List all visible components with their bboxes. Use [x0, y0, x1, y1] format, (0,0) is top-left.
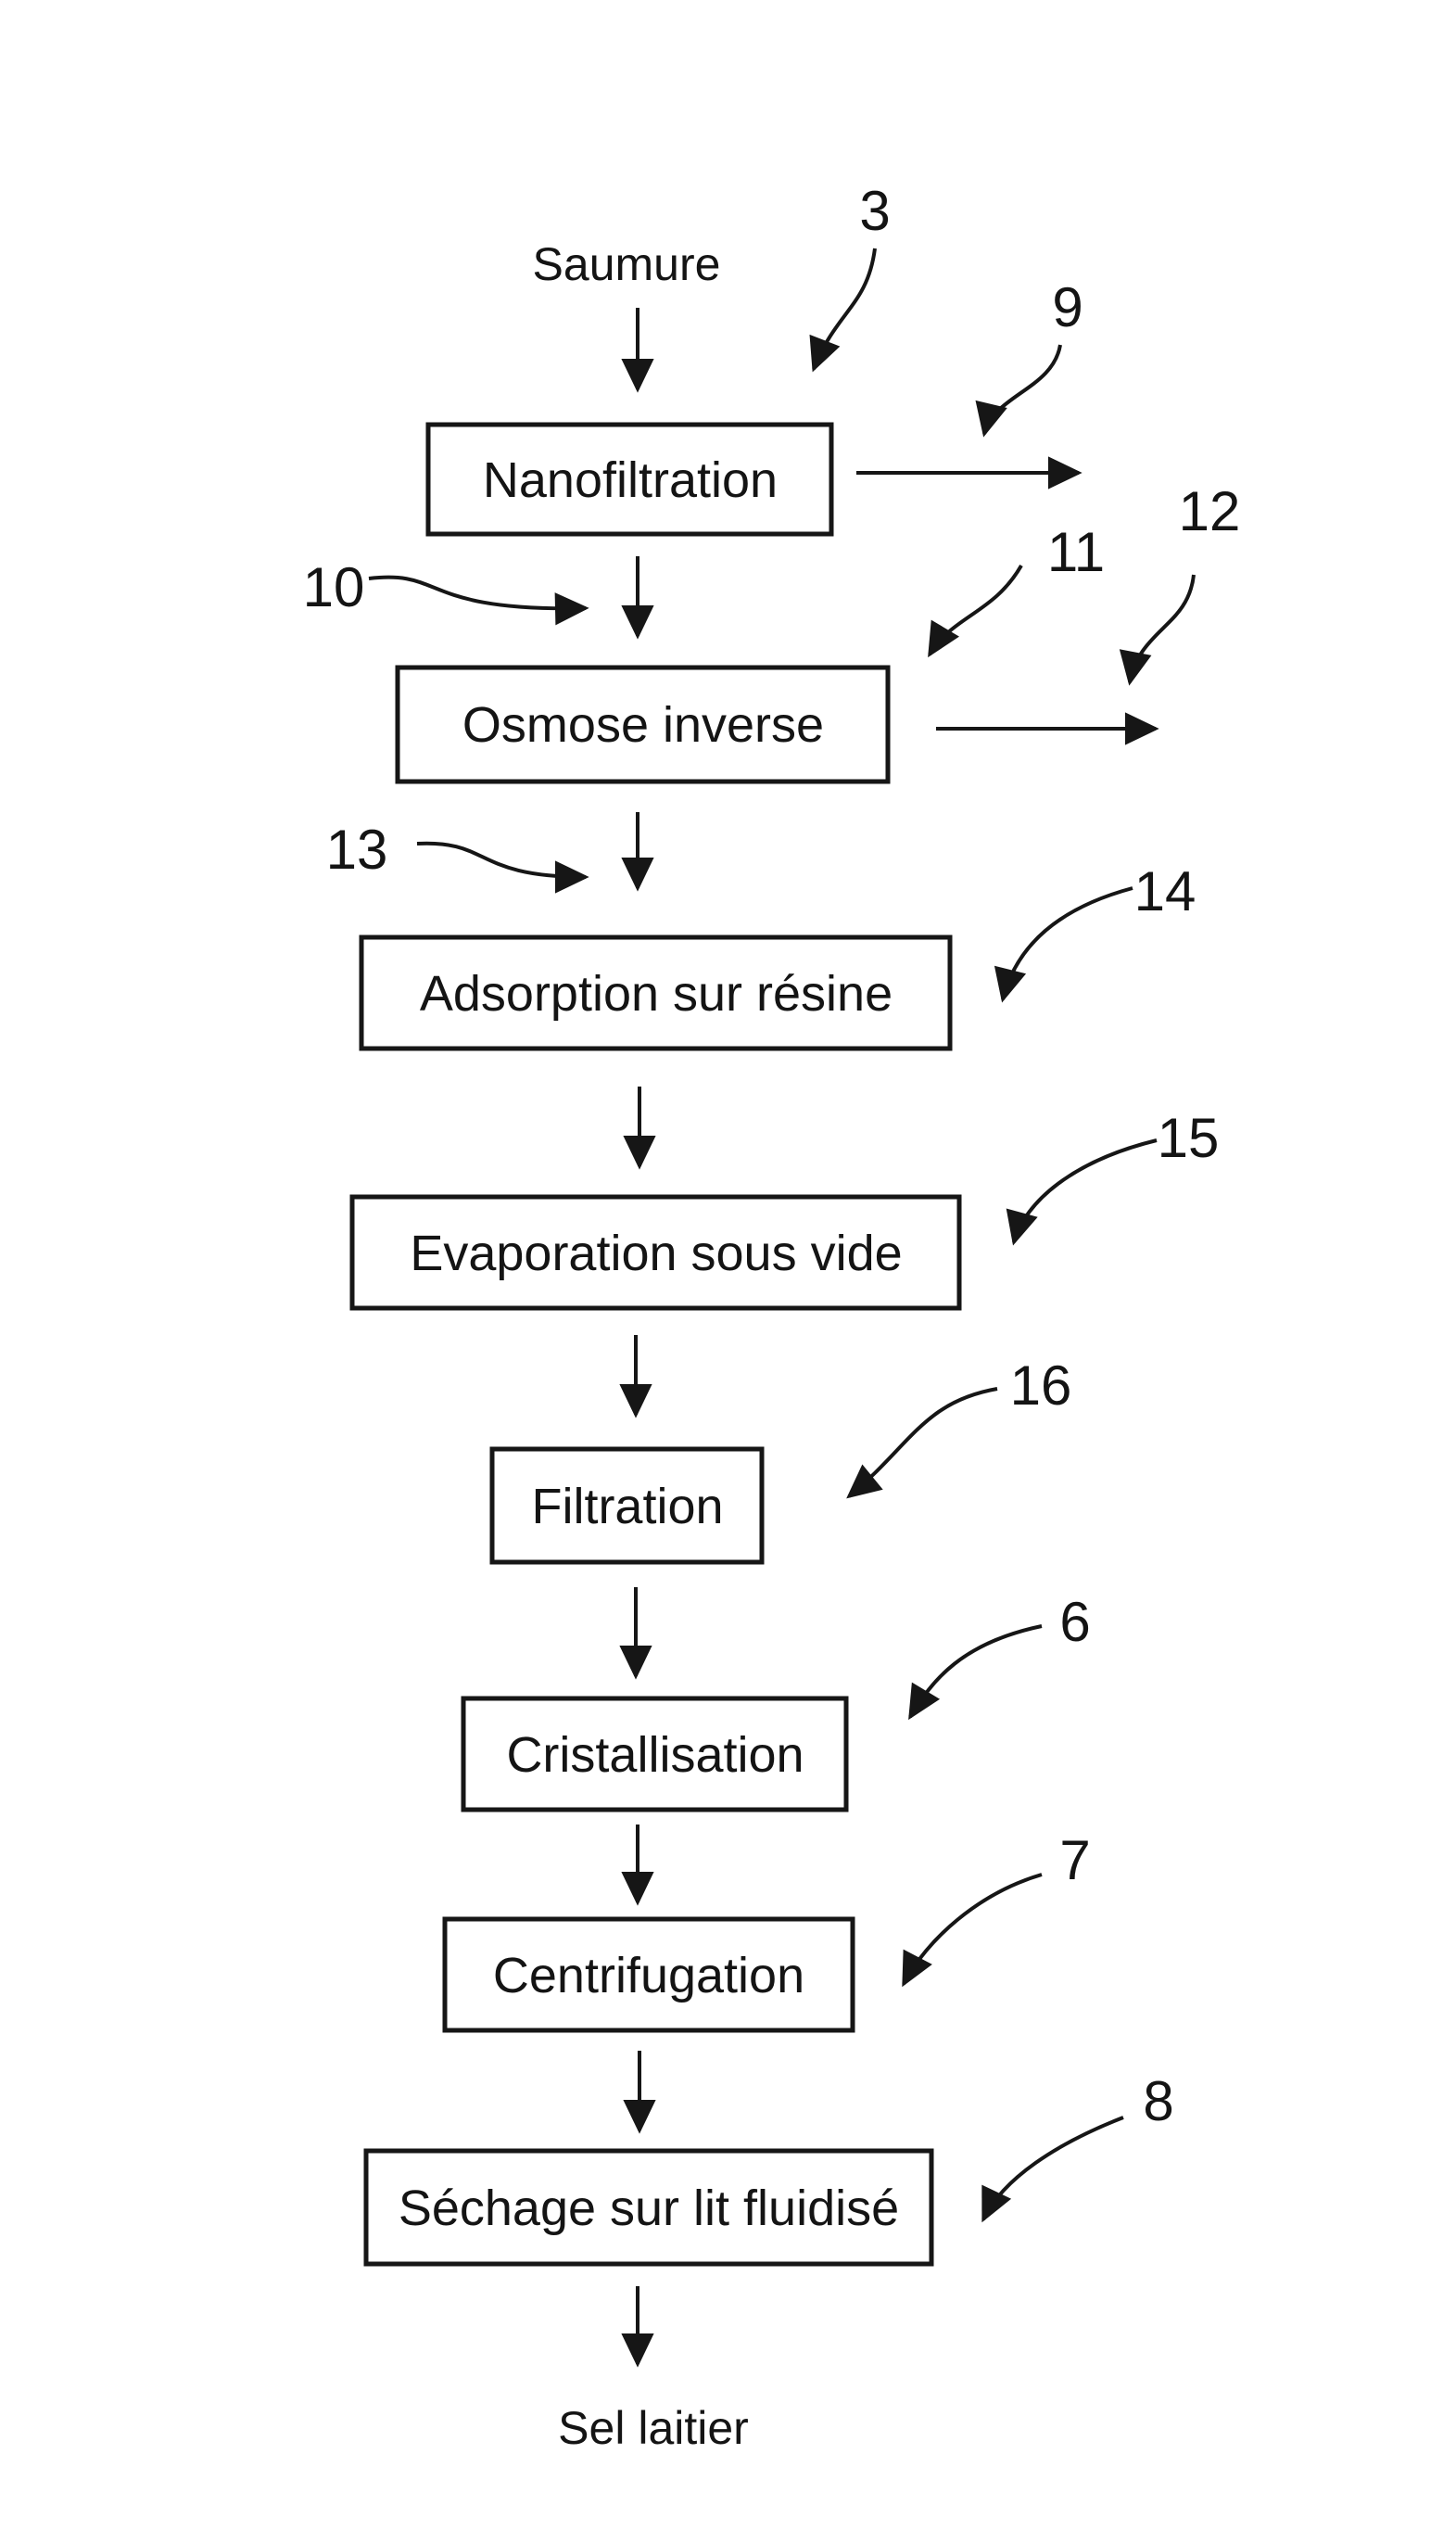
ref-15-label: 15	[1158, 1107, 1220, 1169]
step-box-cristallisation: Cristallisation	[461, 1696, 849, 1812]
ref-8-label: 8	[1143, 2070, 1173, 2132]
step-box-filtration: Filtration	[489, 1446, 765, 1565]
step-label-centrifugation: Centrifugation	[493, 1948, 804, 2003]
step-label-filtration: Filtration	[531, 1479, 723, 1534]
ref-6-label: 6	[1059, 1591, 1090, 1653]
ref-8-pointer	[981, 2116, 1124, 2223]
ref-11-label: 11	[1047, 521, 1105, 583]
ref-6-pointer	[908, 1624, 1043, 1721]
input-label: Saumure	[533, 238, 721, 290]
step-box-adsorption: Adsorption sur résine	[359, 935, 953, 1051]
ref-3-label: 3	[859, 180, 890, 242]
step-label-osmose-inverse: Osmose inverse	[462, 697, 824, 753]
ref-10-label: 10	[303, 556, 365, 618]
ref-14-label: 14	[1134, 860, 1196, 922]
ref-10-pointer	[368, 575, 589, 626]
ref-13-pointer	[416, 841, 589, 894]
ref-9-label: 9	[1052, 276, 1083, 338]
ref-7-pointer	[902, 1873, 1043, 1988]
step-box-sechage: Séchage sur lit fluidisé	[363, 2148, 934, 2267]
ref-12-label: 12	[1179, 480, 1241, 542]
ref-16-pointer	[846, 1387, 998, 1499]
step-box-evaporation: Evaporation sous vide	[349, 1194, 962, 1311]
ref-16-label: 16	[1010, 1354, 1072, 1417]
ref-14-pointer	[994, 886, 1133, 1003]
step-box-osmose-inverse: Osmose inverse	[395, 665, 891, 784]
ref-13-label: 13	[326, 819, 388, 881]
step-label-sechage: Séchage sur lit fluidisé	[399, 2181, 899, 2236]
ref-7-label: 7	[1059, 1829, 1090, 1891]
ref-11-pointer	[928, 564, 1023, 658]
step-label-evaporation: Evaporation sous vide	[410, 1226, 902, 1281]
step-label-adsorption: Adsorption sur résine	[420, 966, 893, 1022]
step-label-cristallisation: Cristallisation	[506, 1727, 804, 1783]
ref-3-pointer	[809, 248, 877, 373]
step-box-nanofiltration: Nanofiltration	[425, 422, 834, 537]
ref-12-pointer	[1119, 574, 1196, 686]
step-label-nanofiltration: Nanofiltration	[483, 452, 778, 508]
ref-9-pointer	[975, 344, 1062, 438]
ref-15-pointer	[1006, 1138, 1158, 1246]
step-box-centrifugation: Centrifugation	[442, 1916, 855, 2033]
output-label: Sel laitier	[558, 2402, 749, 2454]
